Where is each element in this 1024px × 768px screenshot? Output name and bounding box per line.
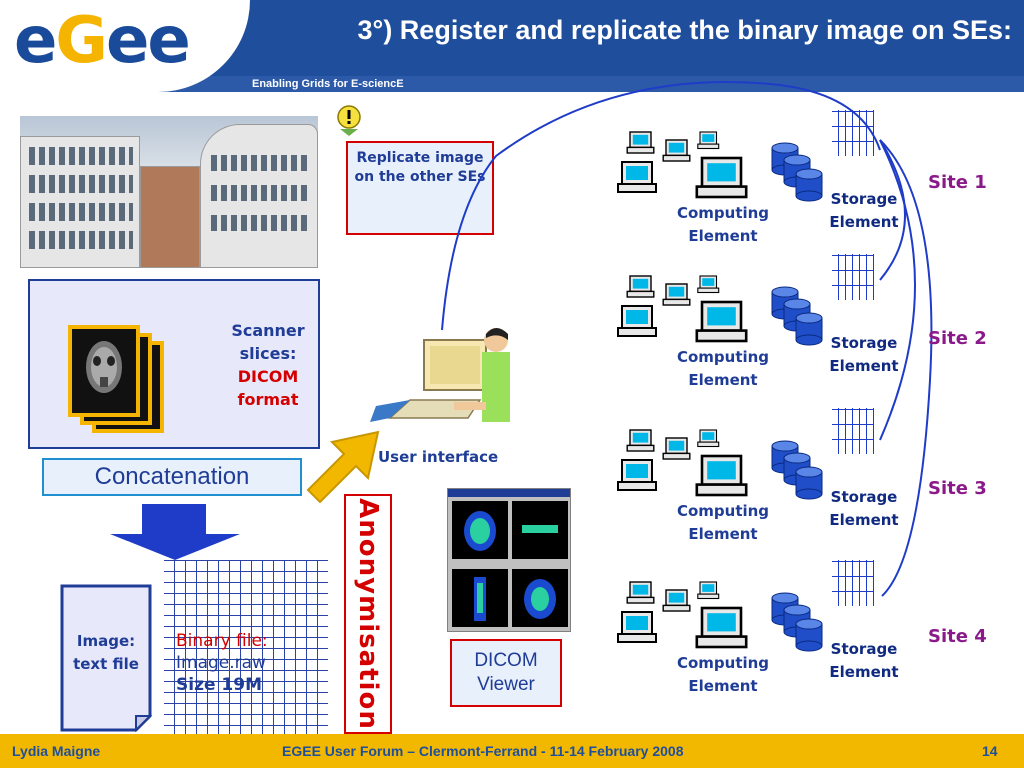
building-right xyxy=(200,124,318,268)
footer-event: EGEE User Forum – Clermont-Ferrand - 11-… xyxy=(282,743,684,759)
storage-element-line1: Storage xyxy=(830,640,898,658)
scanner-slices-panel: Scanner slices: DICOM format xyxy=(28,279,320,449)
computing-element-line1: Computing xyxy=(676,204,770,222)
footer-bar: Lydia Maigne EGEE User Forum – Clermont-… xyxy=(0,734,1024,768)
computing-element-line2: Element xyxy=(688,677,758,695)
storage-element-line1: Storage xyxy=(830,190,898,208)
image-text-file-label: Image: text file xyxy=(60,630,152,676)
computing-element-line1: Computing xyxy=(676,348,770,366)
storage-element-line1: Storage xyxy=(830,488,898,506)
anonymisation-box: Anonymisation xyxy=(344,494,392,734)
footer-author: Lydia Maigne xyxy=(12,743,101,759)
scanner-label-line2: slices: xyxy=(239,344,297,363)
storage-rack xyxy=(832,560,874,606)
viewer-pane-3 xyxy=(452,569,508,627)
storage-disk-icon xyxy=(771,142,823,202)
scanner-label: Scanner slices: DICOM format xyxy=(218,319,318,411)
storage-element-line2: Element xyxy=(829,357,899,375)
binary-file-size: Size 19M xyxy=(176,675,262,695)
viewer-pane-4 xyxy=(512,569,568,627)
image-file-line1: Image: xyxy=(76,632,136,650)
scanner-label-line1: Scanner xyxy=(231,321,305,340)
down-arrow-icon xyxy=(110,504,240,560)
text-file-icon xyxy=(60,584,152,732)
binary-file-name: Image.raw xyxy=(176,653,266,673)
storage-disk-icon xyxy=(771,440,823,500)
dicom-slice-1 xyxy=(68,325,140,417)
computing-element-line1: Computing xyxy=(676,654,770,672)
site-label: Site 1 xyxy=(928,172,987,193)
skull-scan-icon xyxy=(86,341,122,393)
user-interface-label: User interface xyxy=(378,448,499,466)
concatenation-box: Concatenation xyxy=(42,458,302,496)
warning-icon xyxy=(337,105,361,136)
computing-element-line2: Element xyxy=(688,227,758,245)
computing-cluster-icon xyxy=(617,275,748,343)
replicate-box: Replicate image on the other SEs xyxy=(346,141,494,235)
dicom-viewer-screenshot xyxy=(447,488,571,632)
dicom-viewer-line2: Viewer xyxy=(477,674,535,695)
computing-cluster-icon xyxy=(617,429,748,497)
yellow-arrow-icon xyxy=(306,430,380,504)
storage-rack xyxy=(832,110,874,156)
logo-panel: eGee xyxy=(0,0,250,92)
site-label: Site 2 xyxy=(928,328,987,349)
storage-element-line2: Element xyxy=(829,511,899,529)
building-middle xyxy=(140,166,200,268)
storage-rack xyxy=(832,254,874,300)
storage-element-line1: Storage xyxy=(830,334,898,352)
header-band xyxy=(0,76,1024,92)
viewer-pane-2 xyxy=(512,501,568,559)
site-label: Site 4 xyxy=(928,626,987,647)
tagline: Enabling Grids for E-sciencE xyxy=(252,78,404,90)
building-photo xyxy=(20,116,318,268)
storage-rack xyxy=(832,408,874,454)
site-label: Site 3 xyxy=(928,478,987,499)
building-left xyxy=(20,136,140,268)
binary-file-title: Binary file: xyxy=(176,631,268,651)
storage-disk-icon xyxy=(771,286,823,346)
dicom-label: DICOM xyxy=(237,367,299,386)
computing-element-line2: Element xyxy=(688,371,758,389)
storage-disk-icon xyxy=(771,592,823,652)
binary-file-label: Binary file: Image.raw Size 19M xyxy=(176,630,268,696)
computing-element-line2: Element xyxy=(688,525,758,543)
binary-grid xyxy=(164,560,328,736)
format-label: format xyxy=(237,390,299,409)
computing-cluster-icon xyxy=(617,581,748,649)
slide-title: 3°) Register and replicate the binary im… xyxy=(357,15,1013,45)
storage-element-line2: Element xyxy=(829,663,899,681)
footer-page-number: 14 xyxy=(982,743,998,759)
dicom-viewer-line1: DICOM xyxy=(474,650,538,671)
egee-logo: eGee xyxy=(14,4,191,78)
dicom-viewer-box: DICOM Viewer xyxy=(450,639,562,707)
computing-cluster-icon xyxy=(617,131,748,199)
viewer-pane-1 xyxy=(452,501,508,559)
user-at-computer-icon xyxy=(370,328,510,422)
computing-element-line1: Computing xyxy=(676,502,770,520)
image-file-line2: text file xyxy=(73,655,139,673)
storage-element-line2: Element xyxy=(829,213,899,231)
